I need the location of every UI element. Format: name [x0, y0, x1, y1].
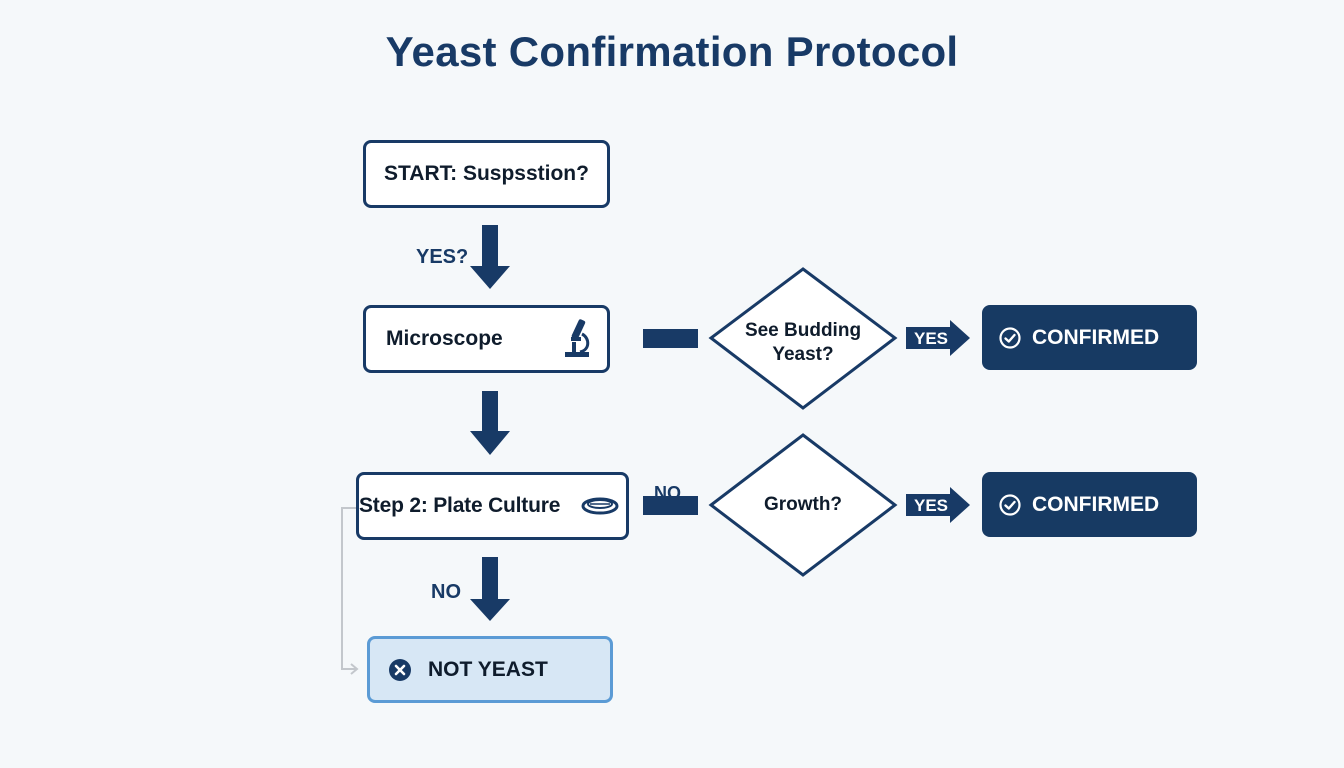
check-circle-icon: [999, 326, 1021, 349]
edge-label-plate-to-not-yeast: NO: [431, 581, 461, 603]
confirmed-node-1: CONFIRMED: [982, 305, 1197, 370]
growth-decision-label: Growth?: [763, 494, 843, 515]
plate-culture-node: Step 2: Plate Culture: [356, 472, 629, 540]
arrow-plate-to-not-yeast: [470, 557, 510, 621]
x-circle-icon: [389, 658, 411, 681]
edge-label-growth-yes: YES: [914, 496, 949, 515]
arrow-budding-to-confirmed: [906, 320, 970, 356]
budding-decision-line-2: Yeast?: [772, 344, 834, 365]
confirmed-node-2: CONFIRMED: [982, 472, 1197, 537]
budding-decision-line-1: See Budding: [744, 320, 862, 341]
arrow-start-to-microscope: [470, 225, 510, 289]
not-yeast-node-label: NOT YEAST: [428, 657, 548, 681]
page-title: Yeast Confirmation Protocol: [385, 28, 959, 75]
arrow-growth-to-confirmed: [906, 487, 970, 523]
connector-loop-to-not-yeast: [341, 507, 360, 670]
start-node-label: START: Suspsstion?: [384, 162, 589, 185]
budding-decision-label: See Budding Yeast?: [733, 319, 873, 367]
edge-label-budding-yes: YES: [914, 329, 949, 348]
plate-culture-node-label: Step 2: Plate Culture: [359, 494, 561, 517]
arrow-microscope-to-plate: [470, 391, 510, 455]
microscope-node-label: Microscope: [386, 327, 503, 350]
edge-label-plate-no: NO: [654, 483, 681, 503]
decision-diamond-budding: [708, 267, 898, 410]
petri-dish-icon: [581, 497, 619, 515]
confirmed-node-2-label: CONFIRMED: [1032, 492, 1160, 516]
start-node: START: Suspsstion?: [363, 140, 610, 208]
edge-label-start-to-microscope: YES?: [416, 246, 469, 268]
check-circle-icon: [999, 493, 1021, 516]
microscope-node: Microscope: [363, 305, 610, 373]
connector-plate-to-growth: [643, 496, 698, 515]
decision-diamond-growth: [708, 433, 898, 577]
not-yeast-node: NOT YEAST: [367, 636, 613, 703]
microscope-icon: [565, 319, 590, 357]
connector-microscope-to-budding: [643, 329, 698, 348]
confirmed-node-1-label: CONFIRMED: [1032, 325, 1160, 349]
